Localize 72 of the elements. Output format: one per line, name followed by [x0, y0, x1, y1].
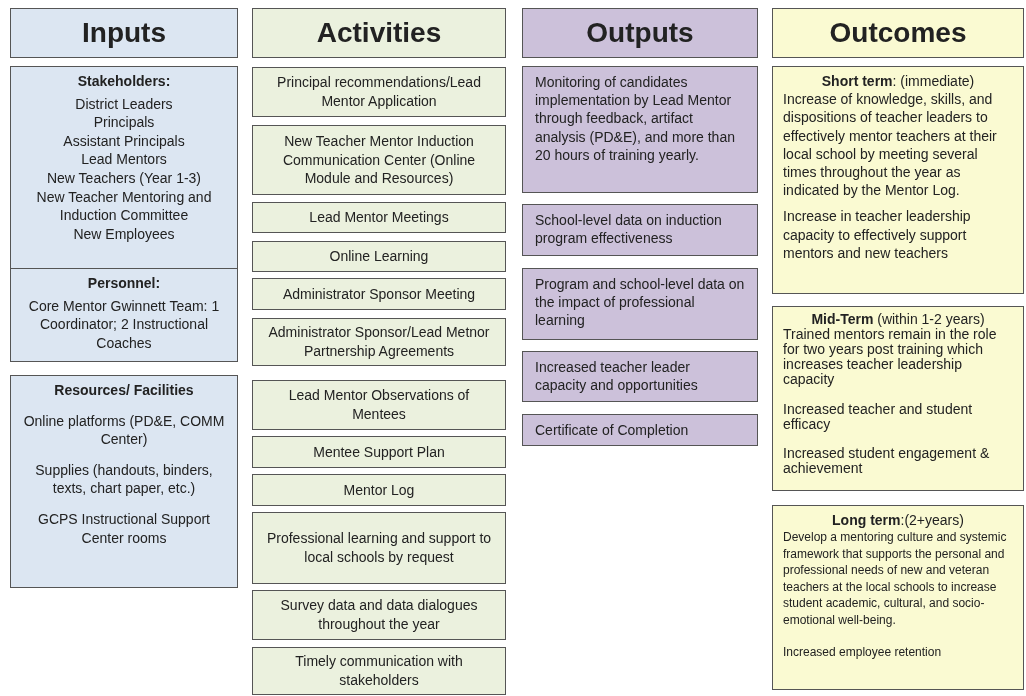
box-heading: Stakeholders: [76, 72, 172, 91]
box-text: Principal recommendations/Lead Mentor Application [276, 73, 482, 111]
box-text: School-level data on induction program effectiveness [535, 211, 723, 248]
activity-box [252, 241, 506, 272]
box-text: Trained mentors remain in the role for two years post training which increases teacher leadership capacity [783, 327, 998, 388]
column-header [10, 8, 238, 58]
activity-box [252, 647, 506, 695]
activity-box [252, 318, 506, 366]
activity-box [252, 67, 506, 117]
output-box [522, 66, 758, 193]
box-text: New Teachers (Year 1-3) [45, 169, 203, 188]
box-text: Mentor Log [342, 480, 416, 500]
box-text: Online Learning [328, 247, 430, 266]
box-text: Mentee Support Plan [312, 442, 446, 462]
box-text: Principals [92, 113, 156, 132]
box-text: Administrator Sponsor/Lead Metnor Partnership Agreements [267, 323, 491, 361]
box-text: Increased teacher leader capacity and opportunities [535, 358, 699, 395]
activity-box [252, 590, 506, 640]
output-box [522, 414, 758, 446]
input-box [10, 66, 238, 269]
box-text: Lead Mentor Meetings [308, 208, 450, 227]
box-text: Administrator Sponsor Meeting [281, 284, 477, 304]
box-text: Lead Mentor Observations of Mentees [287, 386, 471, 424]
outcome-box [772, 505, 1024, 690]
output-box [522, 351, 758, 402]
output-box [522, 268, 758, 340]
box-text: Program and school-level data on the impact of professional learning [535, 275, 745, 330]
activity-box [252, 436, 506, 468]
output-box [522, 204, 758, 256]
column-header [252, 8, 506, 58]
box-text: Assistant Principals [62, 131, 186, 151]
box-heading: Resources/ Facilities [53, 381, 195, 400]
box-text: New Teacher Mentoring and Induction Committee [35, 187, 213, 225]
box-heading: Personnel: [86, 274, 162, 293]
activity-box [252, 380, 506, 430]
header-text: Activities [315, 17, 443, 49]
box-text: Core Mentor Gwinnett Team: 1 Coordinator; 2 Instructional Coaches [27, 296, 221, 353]
box-text: New Teacher Mentor Induction Communication Center (Online Module and Resources) [281, 132, 477, 188]
activity-box [252, 125, 506, 195]
box-heading: Mid-Term (within 1-2 years) [810, 312, 986, 328]
box-text: District Leaders [74, 94, 174, 114]
header-text: Outcomes [828, 17, 968, 49]
activity-box [252, 278, 506, 310]
box-heading: Long term:(2+years) [831, 511, 965, 530]
input-box [10, 375, 238, 588]
activity-box [252, 512, 506, 584]
header-text: Inputs [81, 17, 167, 49]
box-text: Certificate of Completion [535, 421, 690, 440]
column-header [522, 8, 758, 58]
outcome-box [772, 306, 1024, 491]
box-text: Increased employee retention [783, 644, 943, 661]
box-text: Increase in teacher leadership capacity to effectively support mentors and new teachers [783, 207, 972, 262]
box-text: Monitoring of candidates implementation by Lead Mentor through feedback, artifact analysis (PD&E), and more than 20 hours of training yearly. [535, 73, 736, 164]
input-box [10, 268, 238, 362]
box-text: Professional learning and support to local schools by request [265, 529, 493, 567]
column-header [772, 8, 1024, 58]
header-text: Outputs [585, 17, 695, 49]
box-text: Timely communication with stakeholders [294, 652, 464, 690]
box-text: Online platforms (PD&E, COMM Center) [22, 411, 226, 449]
box-text: Supplies (handouts, binders, texts, chart paper, etc.) [34, 460, 214, 499]
box-text: Increase of knowledge, skills, and dispositions of teacher leaders to effectively mentor teachers at their local school by meeting several times throughout the year as indicated by the Mentor Log. [783, 90, 998, 200]
box-text: Lead Mentors [80, 150, 168, 170]
outcome-box [772, 66, 1024, 294]
box-text: New Employees [72, 224, 176, 244]
box-text: Develop a mentoring culture and systemic framework that supports the personal and professional needs of new and veteran teachers at the local schools to increase student academic, cultural, and socio-emotional well-being. [783, 529, 1008, 629]
box-text: Increased student engagement & achievement [783, 445, 991, 476]
box-heading: Short term: (immediate) [820, 72, 976, 91]
box-text: Increased teacher and student efficacy [783, 401, 974, 432]
activity-box [252, 474, 506, 506]
box-text: Survey data and data dialogues throughout the year [279, 596, 479, 634]
activity-box [252, 202, 506, 233]
box-text: GCPS Instructional Support Center rooms [37, 510, 211, 548]
